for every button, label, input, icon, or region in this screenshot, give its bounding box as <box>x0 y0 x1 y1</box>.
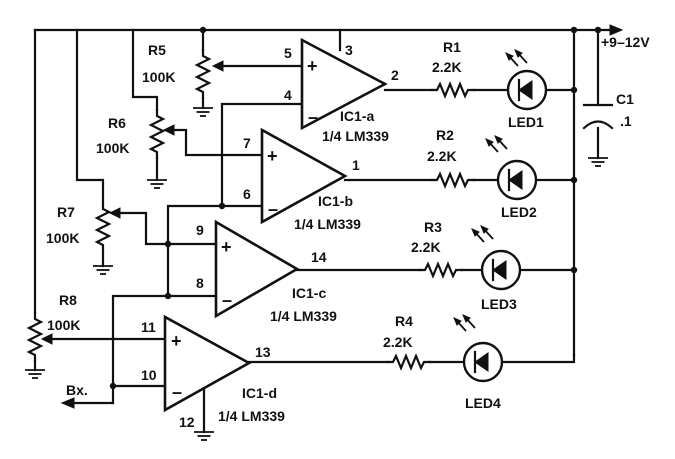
comparator-ic1-b: + – 7 6 1 IC1-b 1/4 LM339 <box>243 127 361 232</box>
r5-value: 100K <box>142 69 175 85</box>
capacitor-c1: C1 .1 <box>582 91 634 167</box>
ic1b-pin-out: 1 <box>352 157 360 173</box>
resistor-r2: R2 2.2K <box>427 127 476 188</box>
r4-name: R4 <box>395 313 413 329</box>
led-3: LED3 <box>471 225 522 312</box>
ic1b-plus-sign: + <box>267 146 278 166</box>
r6-value: 100K <box>96 140 129 156</box>
ic1c-pin-plus: 9 <box>196 222 204 238</box>
c1-value: .1 <box>620 113 632 129</box>
ic1d-minus-sign: – <box>172 382 182 402</box>
r1-name: R1 <box>443 39 461 55</box>
ic1d-pin-minus: 10 <box>141 367 157 383</box>
led-4: LED4 <box>453 314 504 411</box>
comparator-ic1-d: + – 11 10 13 12 IC1-d 1/4 LM339 <box>141 314 285 441</box>
ic1b-part: 1/4 LM339 <box>294 216 361 232</box>
supply-arrow-icon <box>609 24 624 36</box>
ic1b-pin-minus: 6 <box>243 186 251 202</box>
ic1c-plus-sign: + <box>221 237 232 257</box>
ic1d-part: 1/4 LM339 <box>218 408 285 424</box>
ic1c-part: 1/4 LM339 <box>270 308 337 324</box>
ic1d-pin-out: 13 <box>255 344 271 360</box>
ic1a-pin-out: 2 <box>391 67 399 83</box>
led-1: LED1 <box>505 49 548 130</box>
potentiometer-r7: R7 100K <box>46 201 114 275</box>
r2-name: R2 <box>436 127 454 143</box>
r8-value: 100K <box>47 317 80 333</box>
ic1d-name: IC1-d <box>242 385 277 401</box>
led3-label: LED3 <box>481 296 517 312</box>
output-label: Bx. <box>66 382 88 398</box>
r1-value: 2.2K <box>432 59 462 75</box>
ic1a-name: IC1-a <box>340 108 374 124</box>
output-arrow-icon <box>60 397 75 409</box>
ic1a-part: 1/4 LM339 <box>322 128 389 144</box>
r6-name: R6 <box>108 115 126 131</box>
led2-label: LED2 <box>501 204 537 220</box>
led-2: LED2 <box>485 135 538 220</box>
ic1a-pin-vcc: 3 <box>345 42 353 58</box>
ic1b-pin-plus: 7 <box>243 135 251 151</box>
ic1d-pin-gnd: 12 <box>179 414 195 430</box>
ic1a-plus-sign: + <box>307 56 318 76</box>
led4-label: LED4 <box>465 395 501 411</box>
ic1a-pin-minus: 4 <box>284 87 292 103</box>
c1-name: C1 <box>616 91 634 107</box>
ic1c-minus-sign: – <box>222 290 232 310</box>
led1-label: LED1 <box>508 114 544 130</box>
ic1c-pin-minus: 8 <box>196 275 204 291</box>
r3-value: 2.2K <box>411 239 441 255</box>
ic1a-pin-plus: 5 <box>284 45 292 61</box>
ic1c-name: IC1-c <box>292 285 326 301</box>
potentiometer-r8: R8 100K <box>24 292 80 379</box>
comparator-ic1-a: + – 5 4 3 2 IC1-a 1/4 LM339 <box>284 37 399 144</box>
comparator-ic1-c: + – 9 8 14 IC1-c 1/4 LM339 <box>196 219 337 324</box>
resistor-r1: R1 2.2K <box>430 39 476 98</box>
wiring <box>33 24 624 434</box>
r7-value: 100K <box>46 230 79 246</box>
ic1d-pin-plus: 11 <box>141 319 156 335</box>
supply-label: +9–12V <box>601 34 650 50</box>
potentiometer-r5: R5 100K <box>142 42 214 117</box>
r2-value: 2.2K <box>427 148 457 164</box>
r3-name: R3 <box>424 219 442 235</box>
r8-name: R8 <box>59 292 77 308</box>
potentiometer-r6: R6 100K <box>96 108 168 189</box>
r5-name: R5 <box>148 42 166 58</box>
r7-name: R7 <box>57 204 75 220</box>
ic1c-pin-out: 14 <box>311 249 327 265</box>
ic1b-minus-sign: – <box>268 199 278 219</box>
ic1d-plus-sign: + <box>171 331 182 351</box>
junction-dots <box>109 26 602 390</box>
ic1a-minus-sign: – <box>308 107 318 127</box>
ic1b-name: IC1-b <box>318 193 353 209</box>
resistor-r4: R4 2.2K <box>383 313 432 370</box>
r4-value: 2.2K <box>383 334 413 350</box>
resistor-r3: R3 2.2K <box>411 219 464 278</box>
